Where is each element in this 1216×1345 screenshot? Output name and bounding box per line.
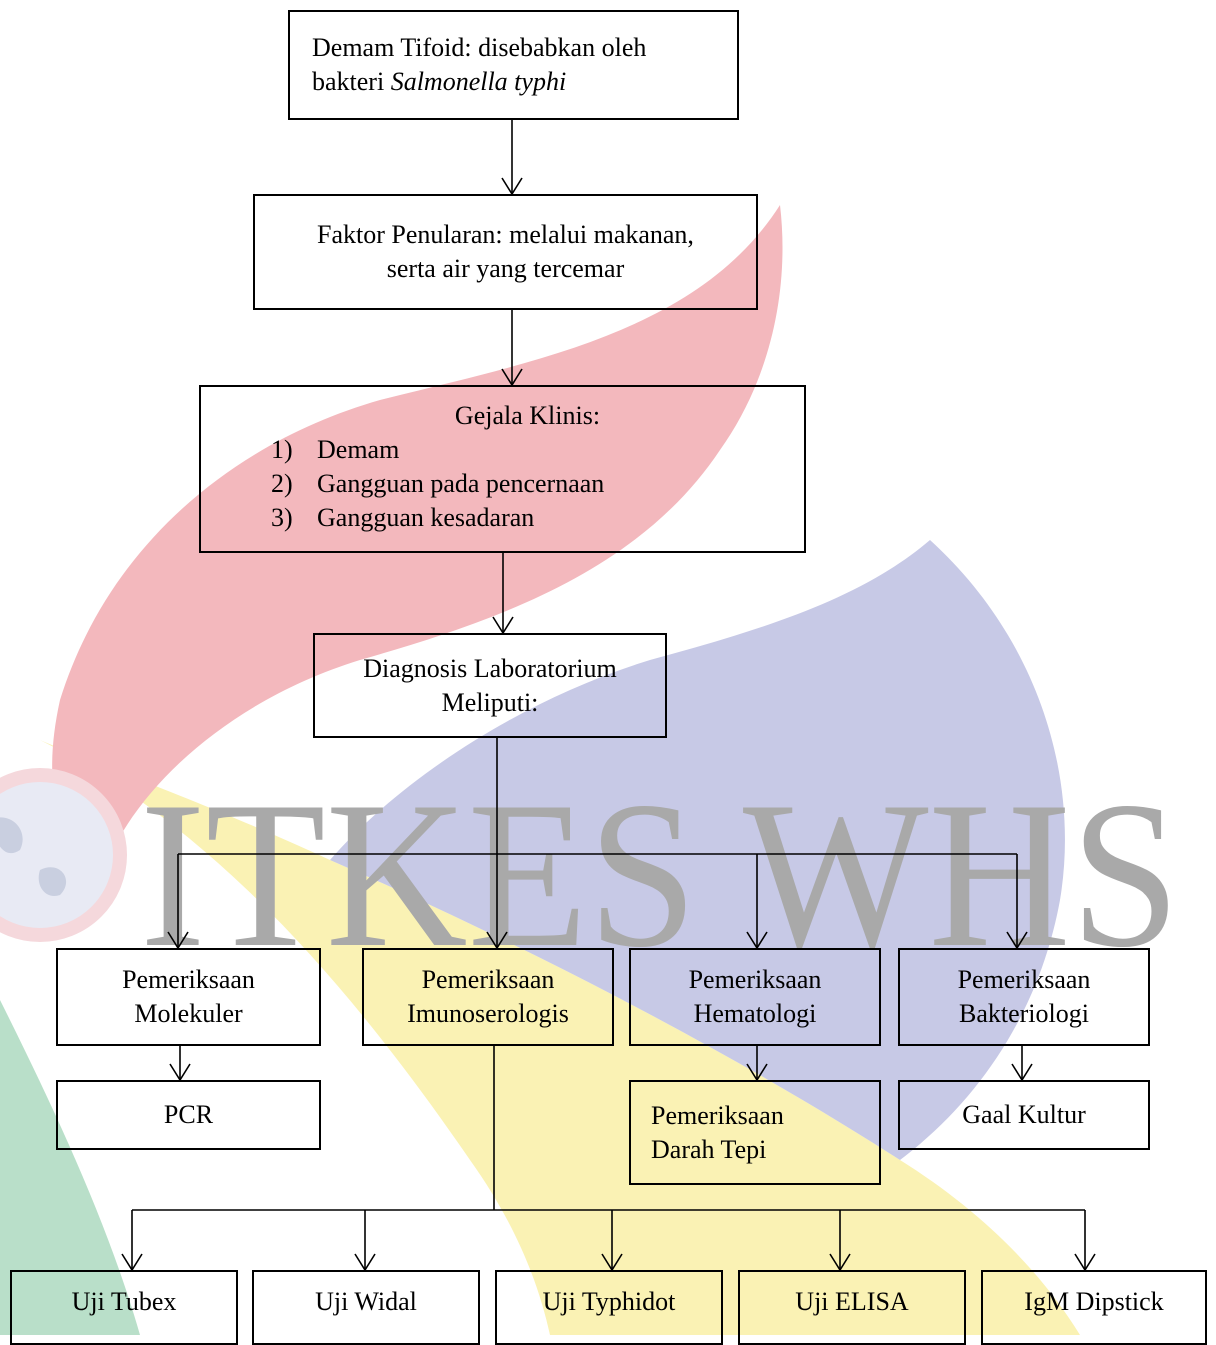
symptoms-list: 1)Demam 2)Gangguan pada pencernaan 3)Gan… xyxy=(271,433,604,535)
node-diagnosis-line1: Diagnosis Laboratorium xyxy=(363,653,617,683)
node-symptoms: Gejala Klinis: 1)Demam 2)Gangguan pada p… xyxy=(199,385,806,553)
symptom-item: 1)Demam xyxy=(271,435,400,464)
node-cause-line1: Demam Tifoid: disebabkan oleh xyxy=(312,33,647,62)
watermark-text: ITKES WHS xyxy=(140,759,1180,991)
node-hematology: Pemeriksaan Hematologi xyxy=(629,948,881,1046)
node-symptoms-title: Gejala Klinis: xyxy=(454,401,601,430)
node-diagnosis-line2: Meliputi: xyxy=(441,687,539,717)
node-diagnosis: Diagnosis Laboratorium Meliputi: xyxy=(313,633,667,738)
node-bacteriology: Pemeriksaan Bakteriologi xyxy=(898,948,1150,1046)
node-transmission-line1: Faktor Penularan: melalui makanan, xyxy=(317,220,694,249)
node-immunoserology: Pemeriksaan Imunoserologis xyxy=(362,948,614,1046)
node-test-typhidot: Uji Typhidot xyxy=(495,1270,723,1345)
species-name: Salmonella typhi xyxy=(390,67,567,96)
node-test-elisa: Uji ELISA xyxy=(738,1270,966,1345)
node-culture: Gaal Kultur xyxy=(898,1080,1150,1150)
node-test-widal: Uji Widal xyxy=(252,1270,480,1345)
symptom-item: 2)Gangguan pada pencernaan xyxy=(271,469,605,498)
node-transmission-line2: serta air yang tercemar xyxy=(386,254,625,283)
symptom-item: 3)Gangguan kesadaran xyxy=(271,503,535,532)
watermark-blue-band xyxy=(330,540,1065,1160)
watermark-globe xyxy=(0,768,127,942)
node-pcr: PCR xyxy=(56,1080,321,1150)
node-test-tubex: Uji Tubex xyxy=(10,1270,238,1345)
watermark-red-band xyxy=(52,205,783,880)
node-test-igm-dipstick: IgM Dipstick xyxy=(981,1270,1207,1345)
watermark-yellow-band xyxy=(40,740,1080,1335)
node-cause-line2: bakteri Salmonella typhi xyxy=(312,67,567,96)
node-molecular: Pemeriksaan Molekuler xyxy=(56,948,321,1046)
node-transmission: Faktor Penularan: melalui makanan, serta… xyxy=(253,194,758,310)
watermark-green-band xyxy=(0,1000,140,1335)
node-cause: Demam Tifoid: disebabkan oleh bakteri Sa… xyxy=(288,10,739,120)
node-blood-smear: Pemeriksaan Darah Tepi xyxy=(629,1080,881,1185)
